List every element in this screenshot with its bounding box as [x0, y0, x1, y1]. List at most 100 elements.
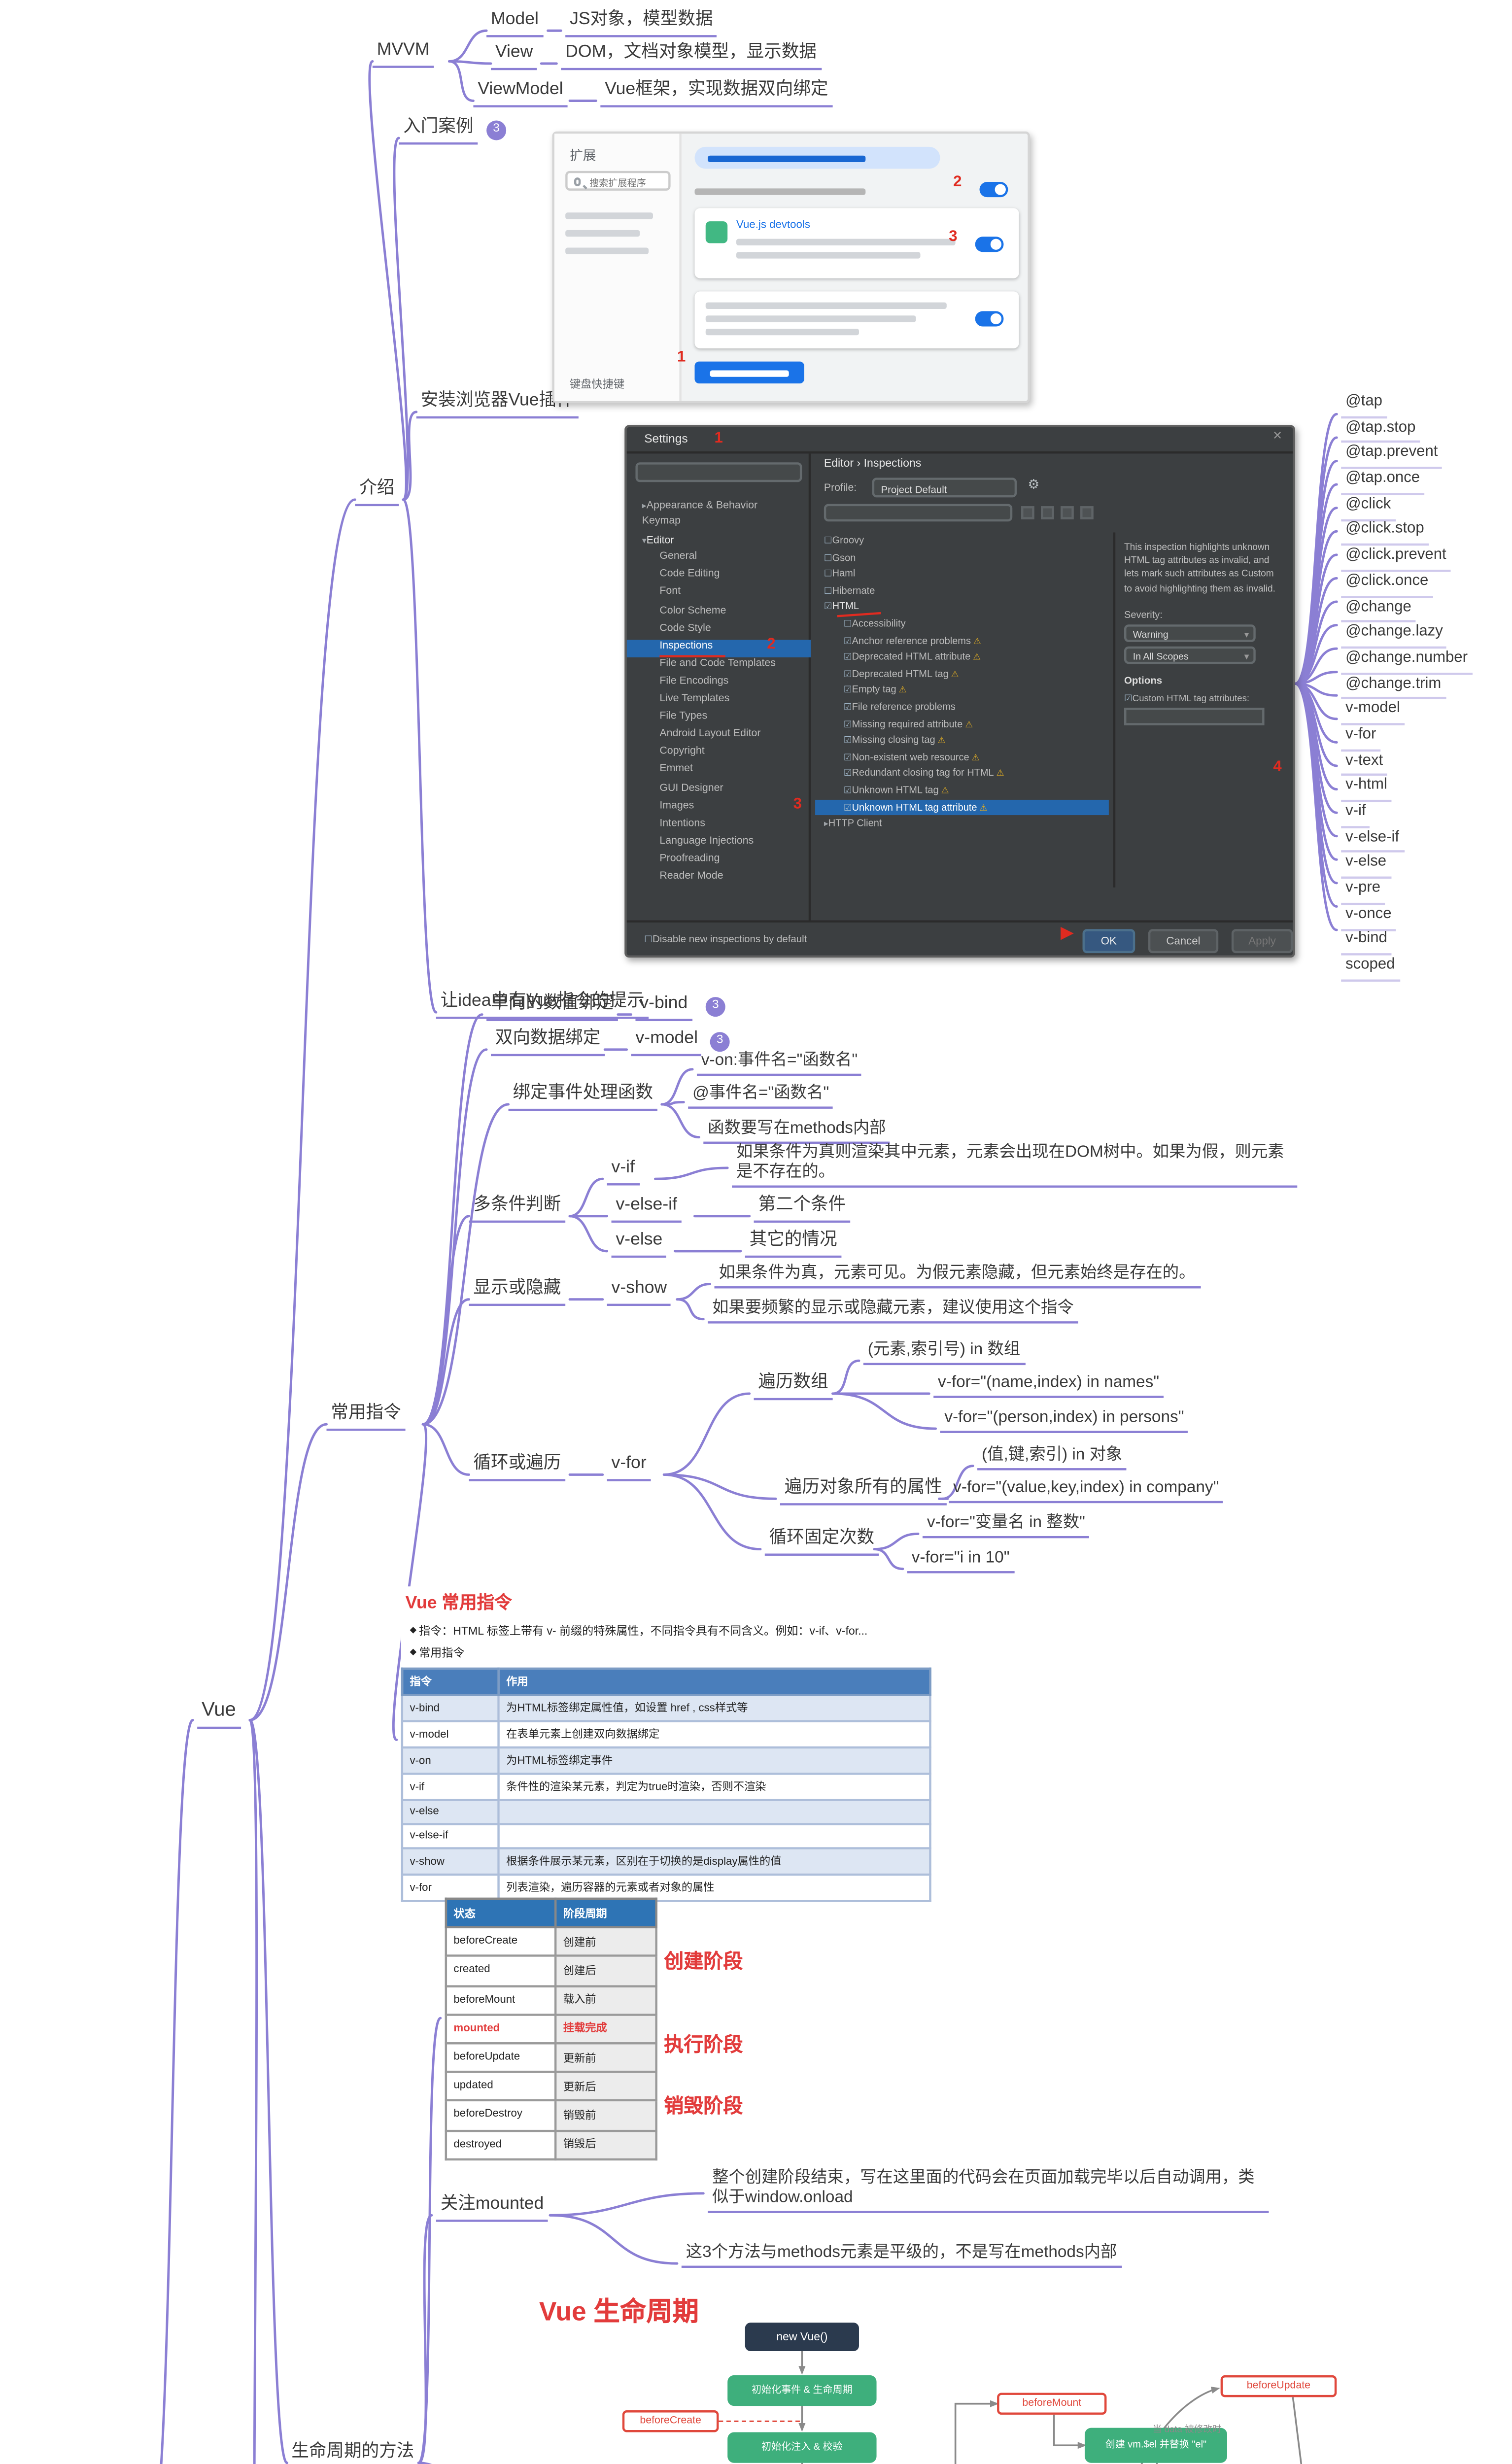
inspection-group-html[interactable]: HTML — [815, 599, 1109, 616]
tree-item[interactable]: Color Scheme — [659, 606, 726, 617]
topic-loop-object-ex[interactable]: v-for="(value,key,index) in company" — [949, 1477, 1224, 1503]
tree-item[interactable]: GUI Designer — [659, 783, 723, 794]
tree-item[interactable]: Code Style — [659, 623, 711, 635]
directive-item[interactable]: @change.trim — [1341, 676, 1446, 700]
directive-item[interactable]: scoped — [1341, 958, 1400, 982]
inspection-item[interactable]: Deprecated HTML tag — [815, 666, 1109, 683]
tree-item[interactable]: Font — [659, 588, 681, 599]
inspection-group[interactable]: Haml — [815, 566, 1109, 582]
topic-vshow-desc2[interactable]: 如果要频繁的显示或隐藏元素，建议使用这个指令 — [708, 1297, 1078, 1324]
topic-loop-array-syntax[interactable]: (元素,索引号) in 数组 — [863, 1339, 1025, 1365]
directive-item[interactable]: v-bind — [1341, 932, 1392, 956]
directive-item[interactable]: @click.prevent — [1341, 548, 1451, 572]
collapsed-count-badge[interactable]: 3 — [710, 1032, 730, 1052]
custom-attr-checkbox[interactable]: Custom HTML tag attributes: — [1124, 692, 1280, 703]
directive-item[interactable]: @click.once — [1341, 574, 1433, 598]
tree-item[interactable]: Appearance & Behavior — [627, 497, 811, 515]
topic-idea-hints[interactable]: 让idea中有Vue指令的提示 — [436, 991, 649, 1018]
inspection-item[interactable]: Redundant closing tag for HTML — [815, 765, 1109, 782]
topic-loop-array-ex2[interactable]: v-for="(person,index) in persons" — [940, 1407, 1189, 1433]
tree-item[interactable]: Intentions — [659, 819, 705, 830]
topic-oneway-value[interactable]: v-bind — [635, 992, 692, 1020]
topic-oneway-binding[interactable]: 单向的数值绑定 — [486, 992, 618, 1020]
toolbar-icon[interactable] — [1041, 506, 1054, 519]
directive-item[interactable]: @change — [1341, 599, 1416, 623]
inspection-group[interactable]: Groovy — [815, 532, 1109, 549]
topic-mounted-desc1[interactable]: 整个创建阶段结束，写在这里面的代码会在页面加载完毕以后自动调用，类似于windo… — [708, 2167, 1269, 2214]
directive-item[interactable]: v-pre — [1341, 881, 1385, 905]
inspection-item[interactable]: Missing required attribute — [815, 716, 1109, 732]
directive-item[interactable]: v-model — [1341, 702, 1405, 725]
tree-item[interactable]: Images — [659, 801, 694, 812]
topic-focus-mounted[interactable]: 关注mounted — [436, 2193, 549, 2221]
directive-item[interactable]: @click — [1341, 497, 1396, 521]
topic-mounted-desc2[interactable]: 这3个方法与methods元素是平级的，不是写在methods内部 — [681, 2242, 1122, 2268]
tree-item[interactable]: File Types — [659, 712, 708, 723]
topic-methods-note[interactable]: 函数要写在methods内部 — [703, 1118, 891, 1144]
inspection-item[interactable]: Deprecated HTML attribute — [815, 649, 1109, 666]
inspection-group[interactable]: HTTP Client — [815, 815, 1109, 832]
topic-loop-fixed-syntax[interactable]: v-for="变量名 in 整数" — [922, 1512, 1090, 1538]
disable-new-inspections-checkbox[interactable]: Disable new inspections by default — [644, 933, 807, 944]
inspection-item[interactable]: Accessibility — [815, 616, 1109, 632]
inspection-item[interactable]: Empty tag — [815, 682, 1109, 699]
tree-item[interactable]: File and Code Templates — [659, 659, 776, 670]
topic-event-binding[interactable]: 绑定事件处理函数 — [508, 1083, 657, 1110]
collapsed-count-badge[interactable]: 3 — [486, 120, 507, 140]
tree-item[interactable]: Keymap — [642, 517, 681, 528]
directive-item[interactable]: v-text — [1341, 753, 1388, 777]
inspection-group[interactable]: Hibernate — [815, 582, 1109, 599]
developer-mode-toggle[interactable] — [979, 182, 1008, 198]
topic-viewmodel[interactable]: ViewModel — [473, 79, 568, 106]
severity-dropdown[interactable]: Warning▾ — [1124, 624, 1256, 642]
inspection-item-selected[interactable]: Unknown HTML tag attribute — [815, 798, 1109, 816]
directive-item[interactable]: @change.number — [1341, 650, 1472, 675]
topic-intro[interactable]: 介绍 — [355, 478, 399, 505]
tree-item[interactable]: Code Editing — [659, 570, 720, 582]
tree-item[interactable]: Emmet — [659, 765, 693, 777]
primary-button[interactable] — [694, 361, 804, 384]
tree-item-inspections[interactable]: Inspections — [626, 639, 811, 657]
topic-model-desc[interactable]: JS对象，模型数据 — [565, 9, 718, 36]
topic-loop-object-syntax[interactable]: (值,键,索引) in 对象 — [977, 1444, 1127, 1470]
directive-item[interactable]: v-once — [1341, 907, 1396, 930]
topic-common-directives[interactable]: 常用指令 — [326, 1403, 406, 1430]
inspection-group[interactable]: Gson — [815, 549, 1109, 566]
settings-search-input[interactable] — [635, 462, 802, 482]
tree-item[interactable]: General — [659, 552, 697, 564]
directive-item[interactable]: @tap.stop — [1341, 420, 1420, 444]
extension-toggle[interactable] — [975, 311, 1004, 327]
inspection-item[interactable]: File reference problems — [815, 699, 1109, 716]
topic-viewmodel-desc[interactable]: Vue框架，实现数据双向绑定 — [600, 79, 833, 106]
tree-item[interactable]: Language Injections — [659, 836, 754, 848]
inspection-item[interactable]: Missing closing tag — [815, 732, 1109, 749]
tree-item[interactable]: Reader Mode — [659, 872, 723, 883]
topic-vfor[interactable]: v-for — [607, 1453, 651, 1480]
inspection-item[interactable]: Anchor reference problems — [815, 632, 1109, 649]
tree-item[interactable]: Editor — [627, 533, 811, 550]
tree-item[interactable]: Copyright — [659, 748, 705, 759]
close-icon[interactable]: × — [1272, 429, 1282, 445]
tree-item[interactable]: Live Templates — [659, 694, 730, 706]
directive-item[interactable]: @change.lazy — [1341, 625, 1447, 649]
inspections-search-input[interactable] — [824, 504, 1013, 522]
vue-devtools-toggle[interactable] — [975, 237, 1004, 252]
apply-button[interactable]: Apply — [1231, 929, 1293, 954]
directive-item[interactable]: v-for — [1341, 727, 1381, 751]
topic-view[interactable]: View — [490, 41, 538, 69]
topic-vshow-desc1[interactable]: 如果条件为真，元素可见。为假元素隐藏，但元素始终是存在的。 — [714, 1262, 1200, 1288]
keyboard-shortcuts-link[interactable]: 键盘快捷键 — [570, 379, 625, 392]
topic-vif-desc[interactable]: 如果条件为真则渲染其中元素，元素会出现在DOM树中。如果为假，则元素是不存在的。 — [732, 1142, 1298, 1189]
profile-dropdown[interactable]: Project Default — [872, 478, 1017, 498]
directive-item[interactable]: @tap.prevent — [1341, 445, 1443, 470]
topic-twoway-value[interactable]: v-model — [631, 1027, 702, 1055]
cancel-button[interactable]: Cancel — [1148, 929, 1219, 954]
topic-von-syntax[interactable]: v-on:事件名="函数名" — [696, 1050, 862, 1076]
collapsed-count-badge[interactable]: 3 — [705, 997, 725, 1017]
topic-lifecycle-methods[interactable]: 生命周期的方法 — [287, 2441, 418, 2464]
directive-item[interactable]: v-else-if — [1341, 830, 1404, 854]
vue-devtools-title[interactable]: Vue.js devtools — [736, 219, 810, 233]
inspection-item[interactable]: Unknown HTML tag — [815, 782, 1109, 799]
topic-loop-array-ex1[interactable]: v-for="(name,index) in names" — [933, 1371, 1164, 1398]
topic-install-plugin[interactable]: 安装浏览器Vue插件 — [416, 390, 579, 418]
